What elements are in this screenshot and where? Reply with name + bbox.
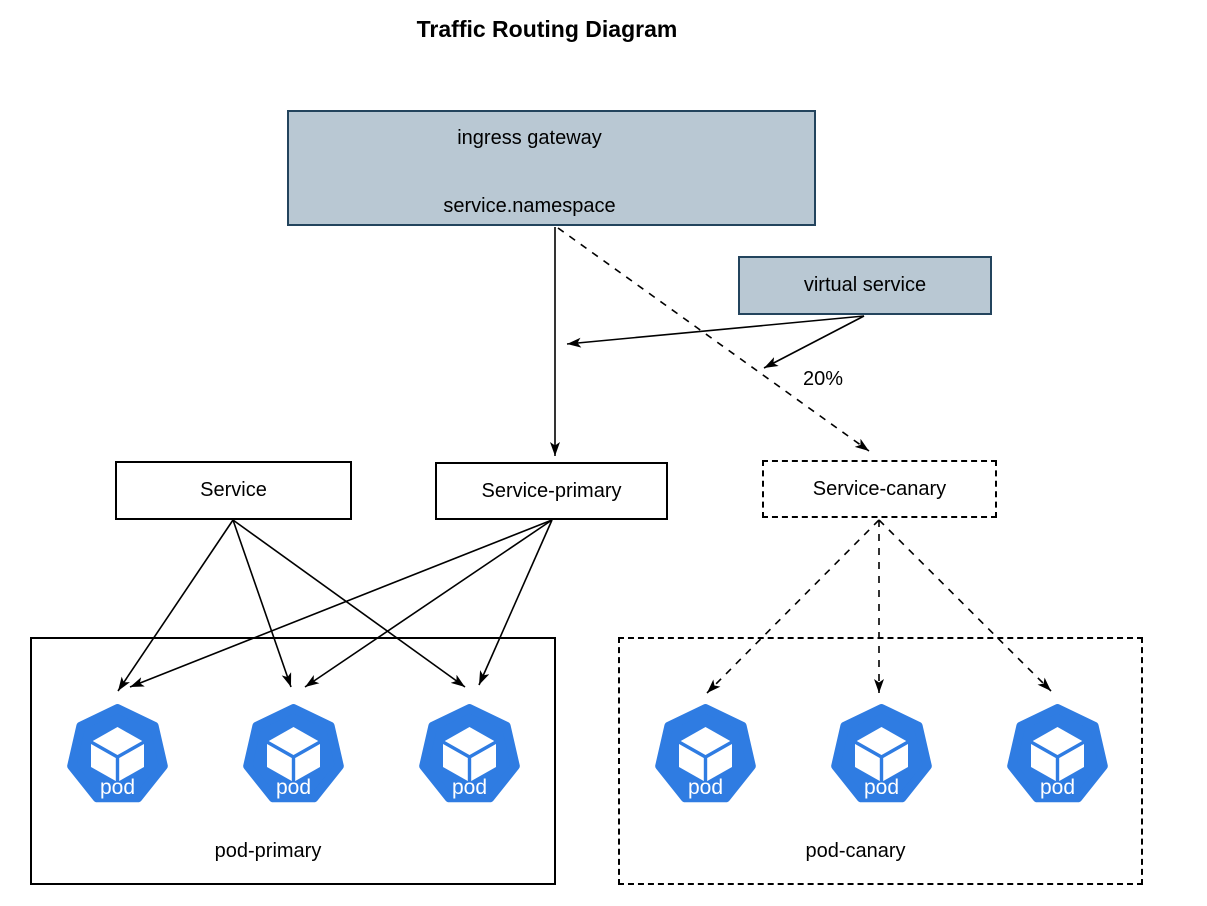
pod-primary-group: pod-primary <box>30 637 556 885</box>
virtual-service-label: virtual service <box>803 274 927 296</box>
service-canary-node: Service-canary <box>762 460 997 518</box>
kubernetes-pod-icon <box>1007 704 1108 803</box>
edge-service-canary-to-pod6 <box>878 519 1052 692</box>
pod-canary-group: pod-canary <box>618 637 1143 885</box>
cube-edges <box>266 740 321 782</box>
cube-edges <box>854 740 909 782</box>
edge-service-to-pod1 <box>117 519 234 692</box>
service-label: Service <box>200 479 267 501</box>
pod-node-canary-1: pod <box>653 703 758 808</box>
cube-icon <box>1031 727 1084 782</box>
edge-virtual-service-to-canary-route <box>763 315 865 369</box>
pod-node-primary-3: pod <box>417 703 522 808</box>
page-title: Traffic Routing Diagram <box>416 16 678 42</box>
ingress-gateway-label: ingress gateway <box>457 127 602 149</box>
cube-edges <box>90 740 145 782</box>
pod-canary-group-label: pod-canary <box>805 840 906 862</box>
pod-node-canary-2: pod <box>829 703 934 808</box>
cube-icon <box>679 727 732 782</box>
kubernetes-pod-icon <box>419 704 520 803</box>
pod-label: pod <box>99 776 136 799</box>
pod-label: pod <box>863 776 900 799</box>
pod-primary-group-label: pod-primary <box>214 840 322 862</box>
pod-label: pod <box>275 776 312 799</box>
edge-service-primary-to-pod3 <box>478 519 553 686</box>
cube-icon <box>267 727 320 782</box>
ingress-gateway-subtitle: service.namespace <box>443 195 616 217</box>
ingress-gateway-node: ingress gateway service.namespace <box>287 110 816 226</box>
edge-service-to-pod3 <box>232 519 466 688</box>
pod-label: pod <box>451 776 488 799</box>
edge-label-canary-weight: 20% <box>803 368 844 390</box>
service-node: Service <box>115 461 352 520</box>
pod-node-primary-2: pod <box>241 703 346 808</box>
edge-service-to-pod2 <box>232 519 292 688</box>
pod-node-canary-3: pod <box>1005 703 1110 808</box>
kubernetes-pod-icon <box>243 704 344 803</box>
cube-edges <box>678 740 733 782</box>
kubernetes-pod-icon <box>67 704 168 803</box>
cube-icon <box>855 727 908 782</box>
service-primary-label: Service-primary <box>481 479 622 502</box>
cube-icon <box>91 727 144 782</box>
virtual-service-node: virtual service <box>738 256 992 315</box>
edge-service-primary-to-pod2 <box>304 519 553 688</box>
kubernetes-pod-icon <box>655 704 756 803</box>
pod-node-primary-1: pod <box>65 703 170 808</box>
service-primary-node: Service-primary <box>435 462 668 520</box>
edge-service-primary-to-pod1 <box>129 519 553 688</box>
pod-label: pod <box>1039 776 1076 799</box>
cube-edges <box>442 740 497 782</box>
edge-virtual-service-to-primary-route <box>566 315 865 348</box>
cube-icon <box>443 727 496 782</box>
pod-label: pod <box>687 776 724 799</box>
service-canary-label: Service-canary <box>812 477 947 500</box>
cube-edges <box>1030 740 1085 782</box>
kubernetes-pod-icon <box>831 704 932 803</box>
